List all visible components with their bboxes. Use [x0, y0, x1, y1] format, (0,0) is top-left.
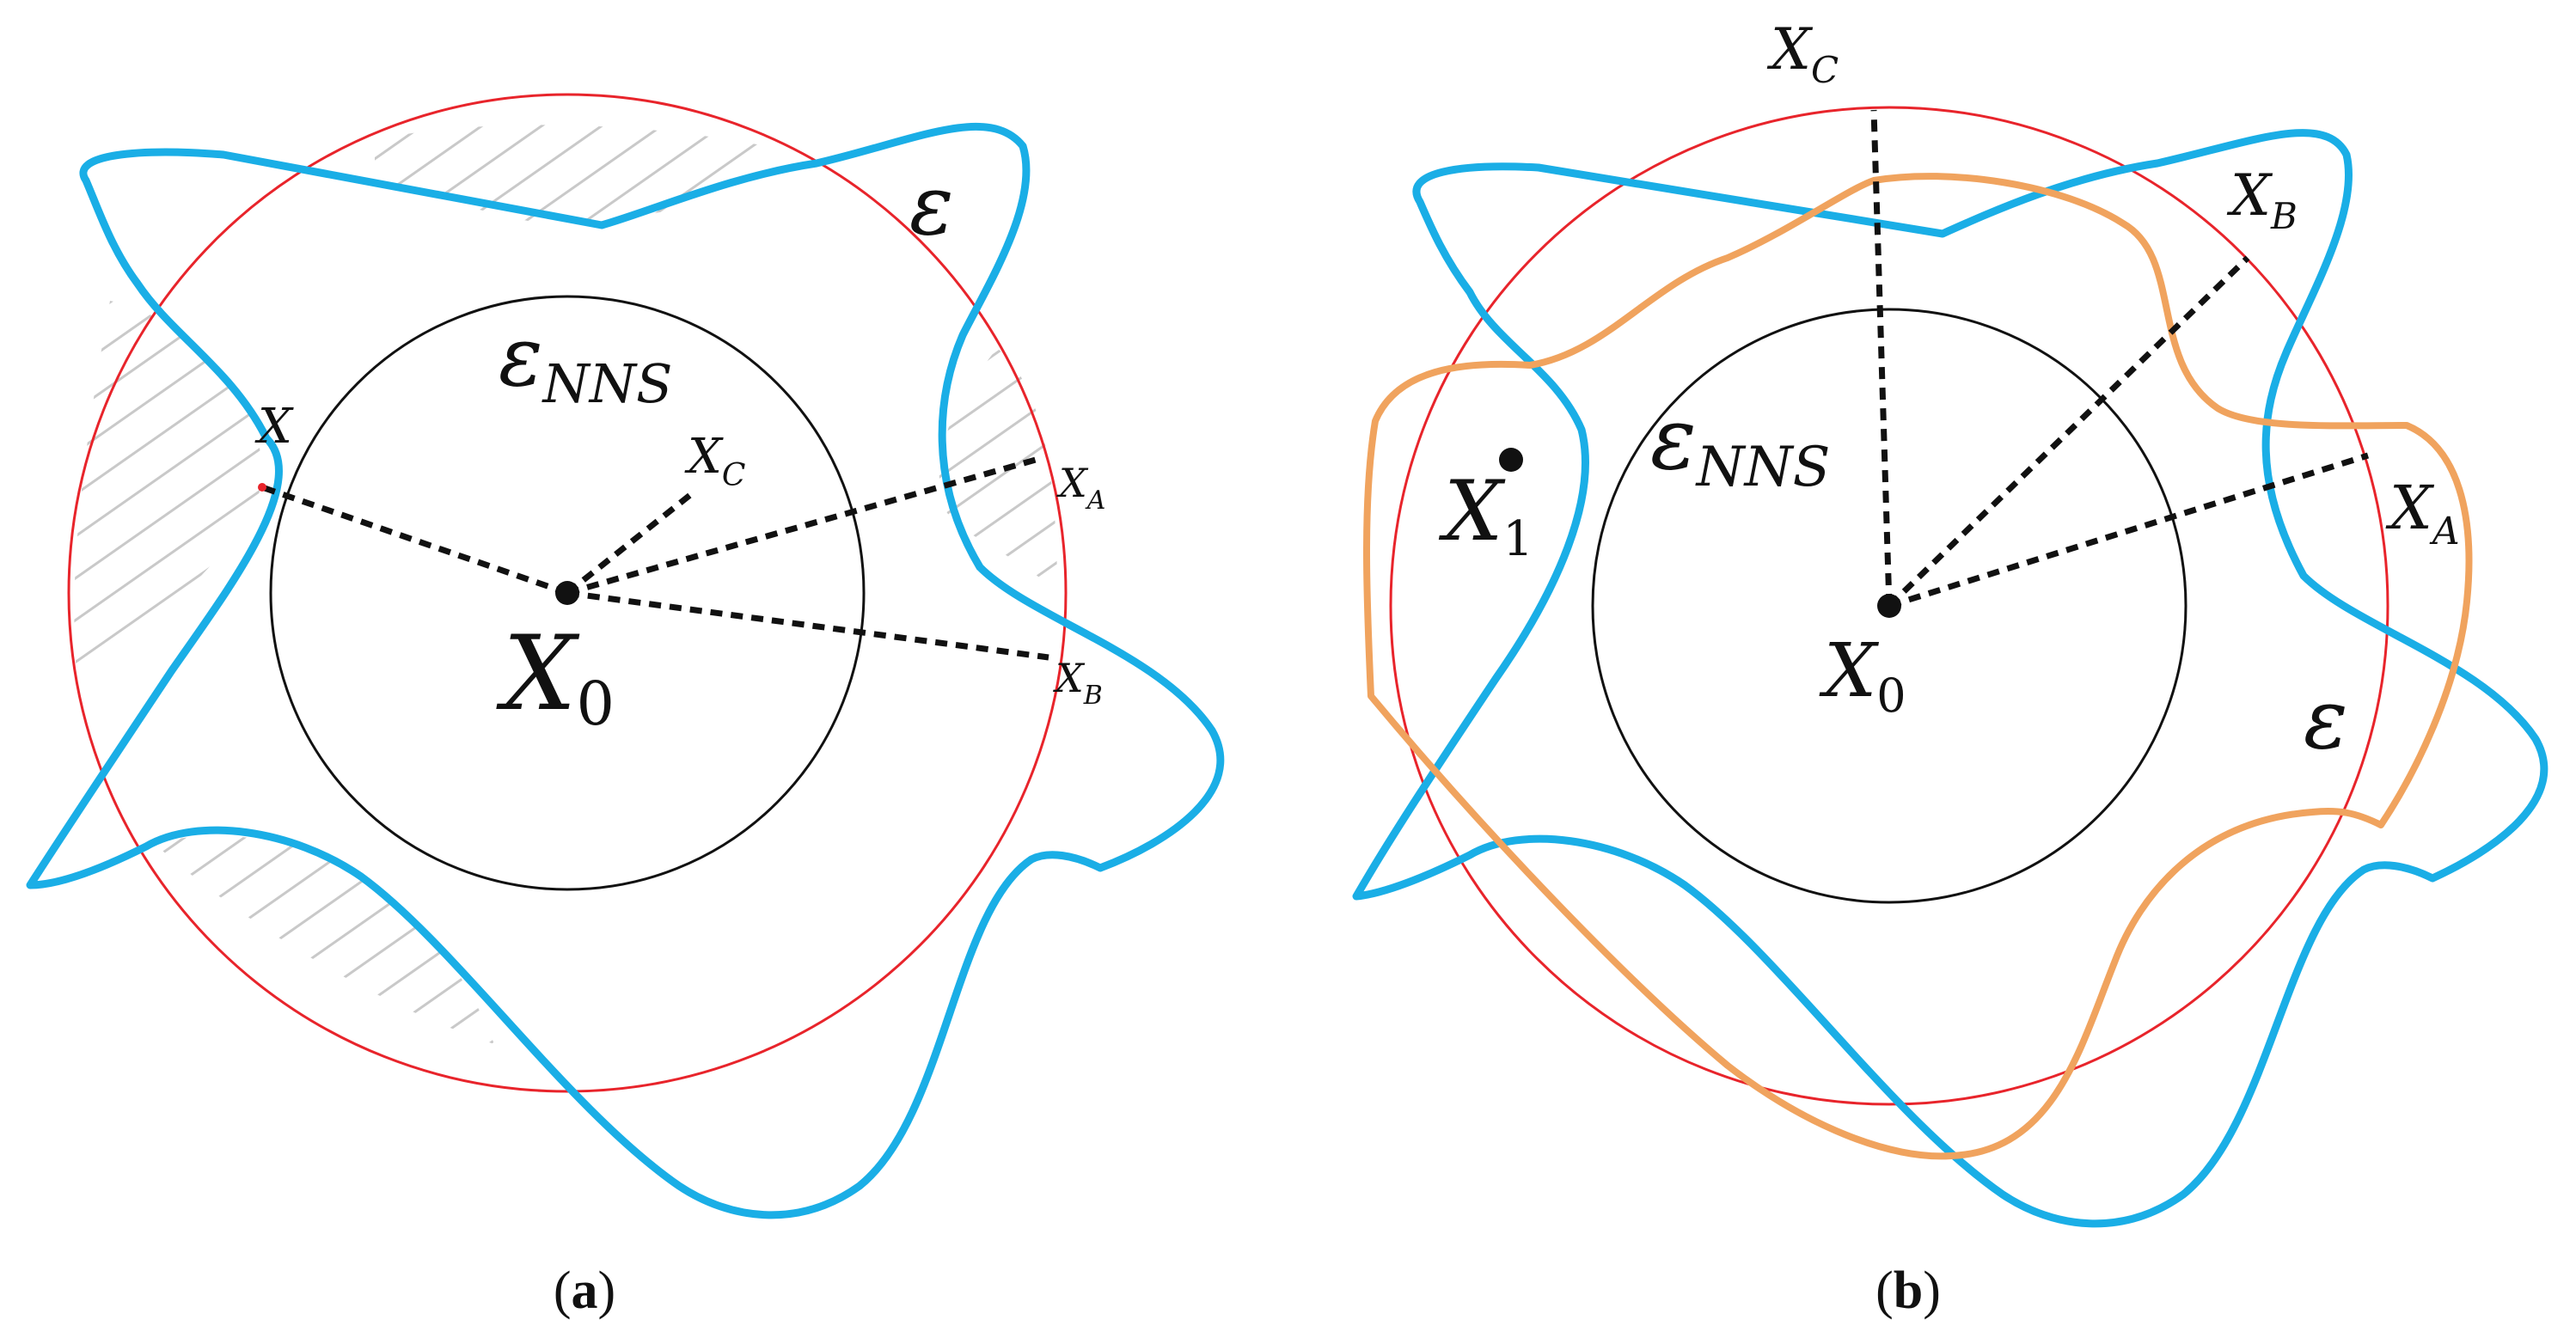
label-epsilon-nns-b: εNNS [1650, 388, 1831, 499]
ray-xc-a [565, 489, 697, 596]
nns-circle-b [1591, 308, 2187, 904]
epsilon-boundary-b [1352, 129, 2548, 1228]
rays-b [1870, 109, 2370, 609]
ray-xa-b [1888, 452, 2370, 609]
point-x0-dot-b [1877, 594, 1901, 618]
label-xc-b: XC [1766, 16, 1839, 91]
label-epsilon-nns-a: εNNS [499, 309, 673, 415]
rays-a [260, 456, 1049, 661]
label-xa-a: XA [1056, 460, 1105, 516]
panel-b: XC XB XA X1 εNNS X0 ε (b) [1352, 16, 2548, 1320]
label-x-a: X [254, 399, 294, 455]
epsilon-boundary-a [26, 123, 1225, 1219]
hatch-region-top [375, 125, 774, 227]
label-epsilon-b: ε [2304, 671, 2348, 767]
panel-a: ε εNNS X XC XA XB X0 (a) [26, 93, 1225, 1320]
label-epsilon-a: ε [909, 157, 954, 254]
point-x1-dot-b [1499, 448, 1523, 472]
caption-b: (b) [1875, 1262, 1941, 1320]
label-x0-a: X0 [496, 614, 615, 739]
label-xb-b: XB [2226, 162, 2298, 237]
point-x-dot-a [258, 483, 266, 492]
caption-a: (a) [554, 1262, 615, 1320]
label-x0-b: X0 [1819, 628, 1906, 723]
epsilon-radius-circle-b [1389, 106, 2389, 1106]
label-xc-a: XC [684, 429, 745, 493]
label-xa-b: XA [2385, 473, 2460, 553]
hatch-region-right [939, 348, 1057, 593]
label-x1-b: X1 [1438, 463, 1533, 567]
ray-xb-b [1887, 255, 2250, 608]
point-x0-dot-a [555, 581, 579, 605]
boundary-orange-b [1363, 173, 2473, 1160]
label-xb-a: XB [1053, 655, 1103, 711]
ray-xc-b [1870, 109, 1893, 607]
ray-xb-a [566, 590, 1049, 661]
hatch-region-left [74, 301, 262, 683]
nns-circle-a [269, 295, 866, 891]
hatch-region-bottom [155, 835, 494, 1044]
ray-x-a [260, 484, 569, 596]
